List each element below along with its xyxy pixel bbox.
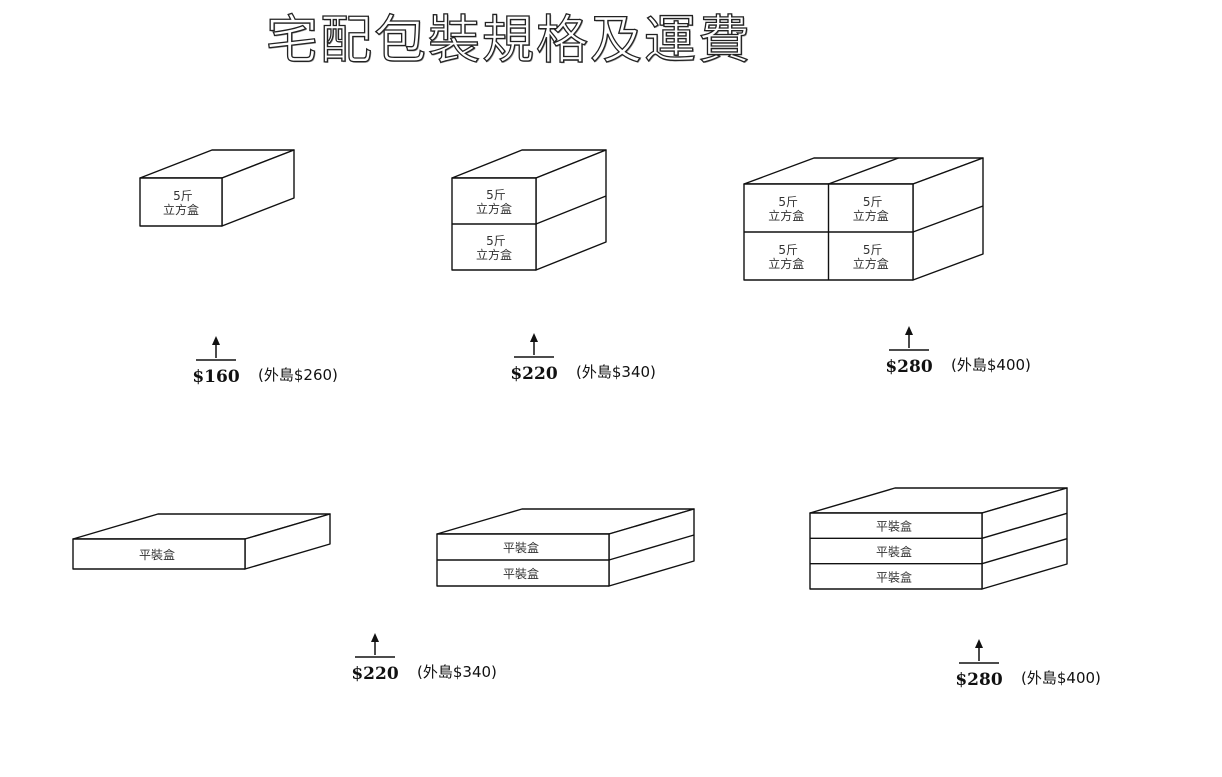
box-type-label: 立方盒 xyxy=(853,256,889,271)
price-label: $280 xyxy=(955,670,1002,690)
box-type-label: 平裝盒 xyxy=(876,544,912,559)
price-label: $220 xyxy=(510,364,557,384)
page-title: 宅配包裝規格及運費 xyxy=(265,10,753,71)
arrow-up-icon xyxy=(212,336,220,345)
price-label: $220 xyxy=(351,664,398,684)
price-label: $280 xyxy=(885,357,932,377)
arrow-up-icon xyxy=(530,333,538,342)
box-type-label: 立方盒 xyxy=(476,247,512,262)
box-type-label: 平裝盒 xyxy=(876,519,912,534)
price-annotation: $280 (外島$400) xyxy=(955,639,1101,690)
arrow-up-icon xyxy=(905,326,913,335)
box-type-label: 立方盒 xyxy=(768,208,804,223)
outer-island-price: (外島$260) xyxy=(258,366,338,384)
box-type-label: 平裝盒 xyxy=(503,540,539,555)
box-weight-label: 5斤 xyxy=(863,195,883,209)
price-annotation: $220 (外島$340) xyxy=(510,333,656,384)
stack-divider xyxy=(912,205,984,233)
box-front-face xyxy=(139,177,223,227)
stack-divider xyxy=(608,534,695,561)
arrow-up-icon xyxy=(371,633,379,642)
box-type-label: 平裝盒 xyxy=(139,547,175,562)
column-divider xyxy=(828,157,899,185)
box-weight-label: 5斤 xyxy=(173,189,193,203)
outer-island-price: (外島$400) xyxy=(1021,669,1101,687)
outer-island-price: (外島$400) xyxy=(951,356,1031,374)
box-front-face xyxy=(72,538,246,570)
box-type-label: 平裝盒 xyxy=(876,569,912,584)
stack-divider xyxy=(981,537,1068,565)
box-type-label: 立方盒 xyxy=(163,202,199,217)
price-annotation: $220 (外島$340) xyxy=(351,633,497,684)
box-type-label: 立方盒 xyxy=(476,201,512,216)
box-weight-label: 5斤 xyxy=(863,243,883,257)
stack-divider xyxy=(981,512,1068,540)
stack-divider xyxy=(535,195,607,225)
box-front-face xyxy=(809,512,983,590)
box-type-label: 平裝盒 xyxy=(503,566,539,581)
price-annotation: $280 (外島$400) xyxy=(885,326,1031,377)
box-weight-label: 5斤 xyxy=(778,195,798,209)
price-annotation: $160 (外島$260) xyxy=(192,336,338,387)
outer-island-price: (外島$340) xyxy=(417,663,497,681)
arrow-up-icon xyxy=(975,639,983,648)
box-type-label: 立方盒 xyxy=(853,208,889,223)
box-weight-label: 5斤 xyxy=(778,243,798,257)
price-label: $160 xyxy=(192,367,239,387)
package-flat-1: 平裝盒 xyxy=(72,513,331,570)
box-type-label: 立方盒 xyxy=(768,256,804,271)
outer-island-price: (外島$340) xyxy=(576,363,656,381)
box-weight-label: 5斤 xyxy=(486,234,506,248)
box-weight-label: 5斤 xyxy=(486,188,506,202)
